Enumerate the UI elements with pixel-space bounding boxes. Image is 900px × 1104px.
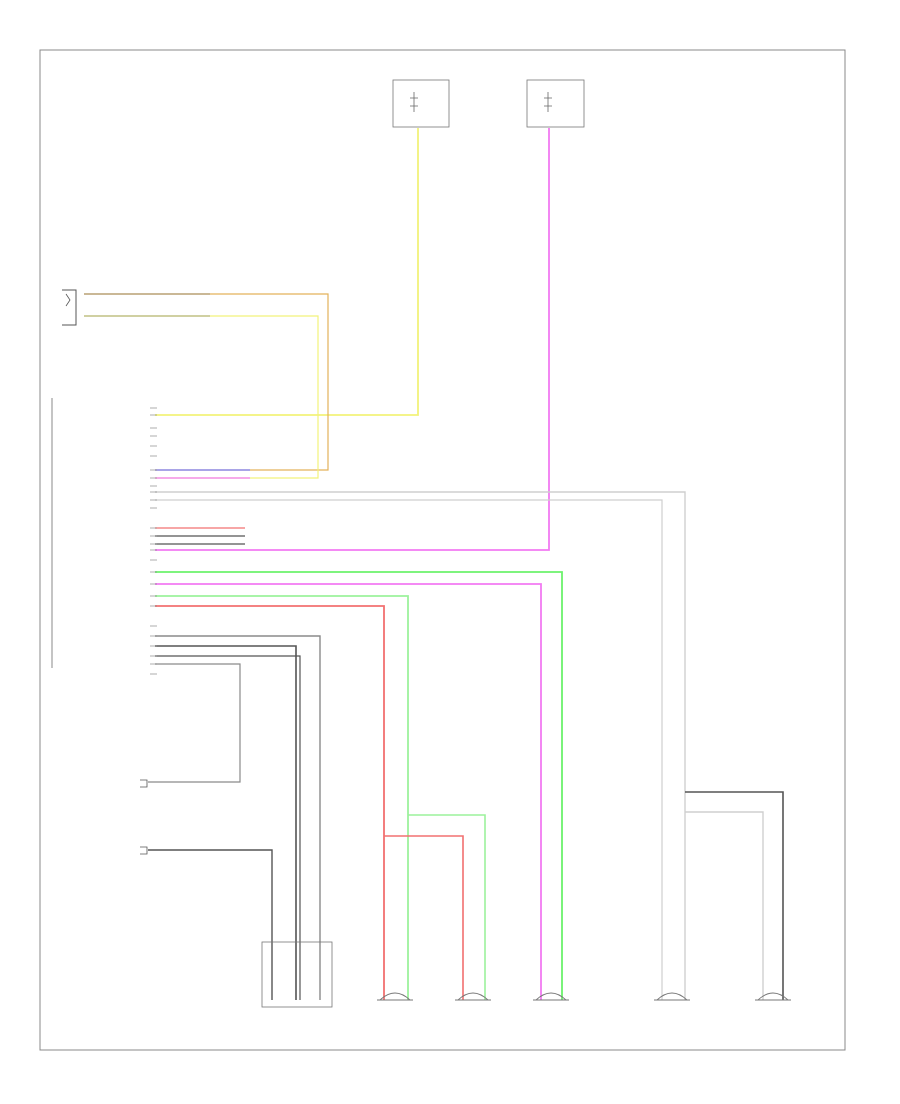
wire-red-spk1: [155, 605, 385, 1000]
fuse-box-right: [526, 79, 585, 128]
wire-gray-spk5: [685, 791, 784, 1000]
wire-lightgray-spk5: [685, 811, 764, 1000]
wire-lightgreen-spk1: [155, 595, 409, 1000]
wire-darkgray-amp-3: [155, 655, 301, 1000]
wire-darkgray-amp-2: [155, 645, 297, 1000]
wire-red-spk2: [384, 835, 464, 1000]
wire-lightgreen-spk2: [408, 814, 486, 1000]
wire-pink-power: [155, 128, 550, 551]
wire-gray-antenna-1: [148, 663, 241, 783]
antenna-plug-2: [140, 846, 148, 855]
diagram-frame: [39, 49, 846, 1051]
speaker-group: [377, 992, 791, 1001]
wire-gray-amp-1: [155, 635, 321, 1000]
speaker-symbol: [377, 992, 413, 1001]
speaker-symbol: [755, 992, 791, 1001]
wire-darkgray-antenna-2: [148, 849, 273, 1000]
speaker-symbol: [455, 992, 491, 1001]
wire-gray-right: [155, 491, 686, 1000]
wire-orange-top: [84, 293, 329, 471]
wire-gray-right-2: [155, 499, 663, 1000]
antenna-plug-1: [140, 779, 148, 788]
speaker-symbol: [533, 992, 569, 1001]
wire-yellow-top: [84, 315, 319, 479]
fuse-box-left: [392, 79, 450, 128]
unit-pin-ticks: [150, 407, 157, 675]
left-connector: [62, 289, 77, 326]
wire-group: [84, 128, 784, 1000]
amplifier-box: [261, 941, 333, 1008]
wire-green-spk3: [155, 571, 563, 1000]
speaker-symbol: [654, 992, 690, 1001]
wire-pink-spk3: [155, 583, 542, 1000]
audio-unit: [51, 398, 157, 675]
wire-yellow-power: [155, 128, 419, 416]
